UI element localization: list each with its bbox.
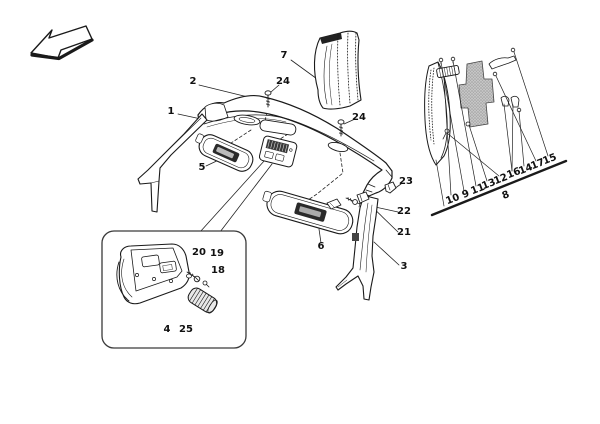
roof-header-frame bbox=[197, 95, 393, 197]
headliner-panel bbox=[313, 30, 362, 110]
quarter-trim-panel bbox=[424, 61, 451, 166]
group-axis-line bbox=[430, 159, 568, 217]
sun-visor-large bbox=[262, 190, 354, 235]
mounting-clip bbox=[384, 181, 397, 194]
lamp-screw-set bbox=[186, 271, 210, 288]
visor-pivot-clip bbox=[326, 198, 342, 210]
pillar-trim-right bbox=[335, 195, 379, 301]
lamp-lens bbox=[187, 287, 218, 314]
screw-fastener bbox=[264, 90, 272, 108]
screw-fastener bbox=[337, 119, 345, 137]
group-leader-lines bbox=[435, 51, 549, 207]
mounting-clip bbox=[356, 191, 370, 208]
stippled-mount-panel bbox=[458, 60, 495, 128]
direction-arrow-icon bbox=[30, 25, 94, 61]
console-housing bbox=[116, 243, 190, 305]
pillar-trim-left bbox=[137, 113, 208, 213]
sun-visor-small bbox=[195, 133, 254, 172]
roof-console-mounted bbox=[258, 135, 298, 168]
support-bracket bbox=[488, 47, 517, 77]
screw-fastener bbox=[438, 56, 456, 65]
screw-fastener bbox=[345, 197, 358, 205]
